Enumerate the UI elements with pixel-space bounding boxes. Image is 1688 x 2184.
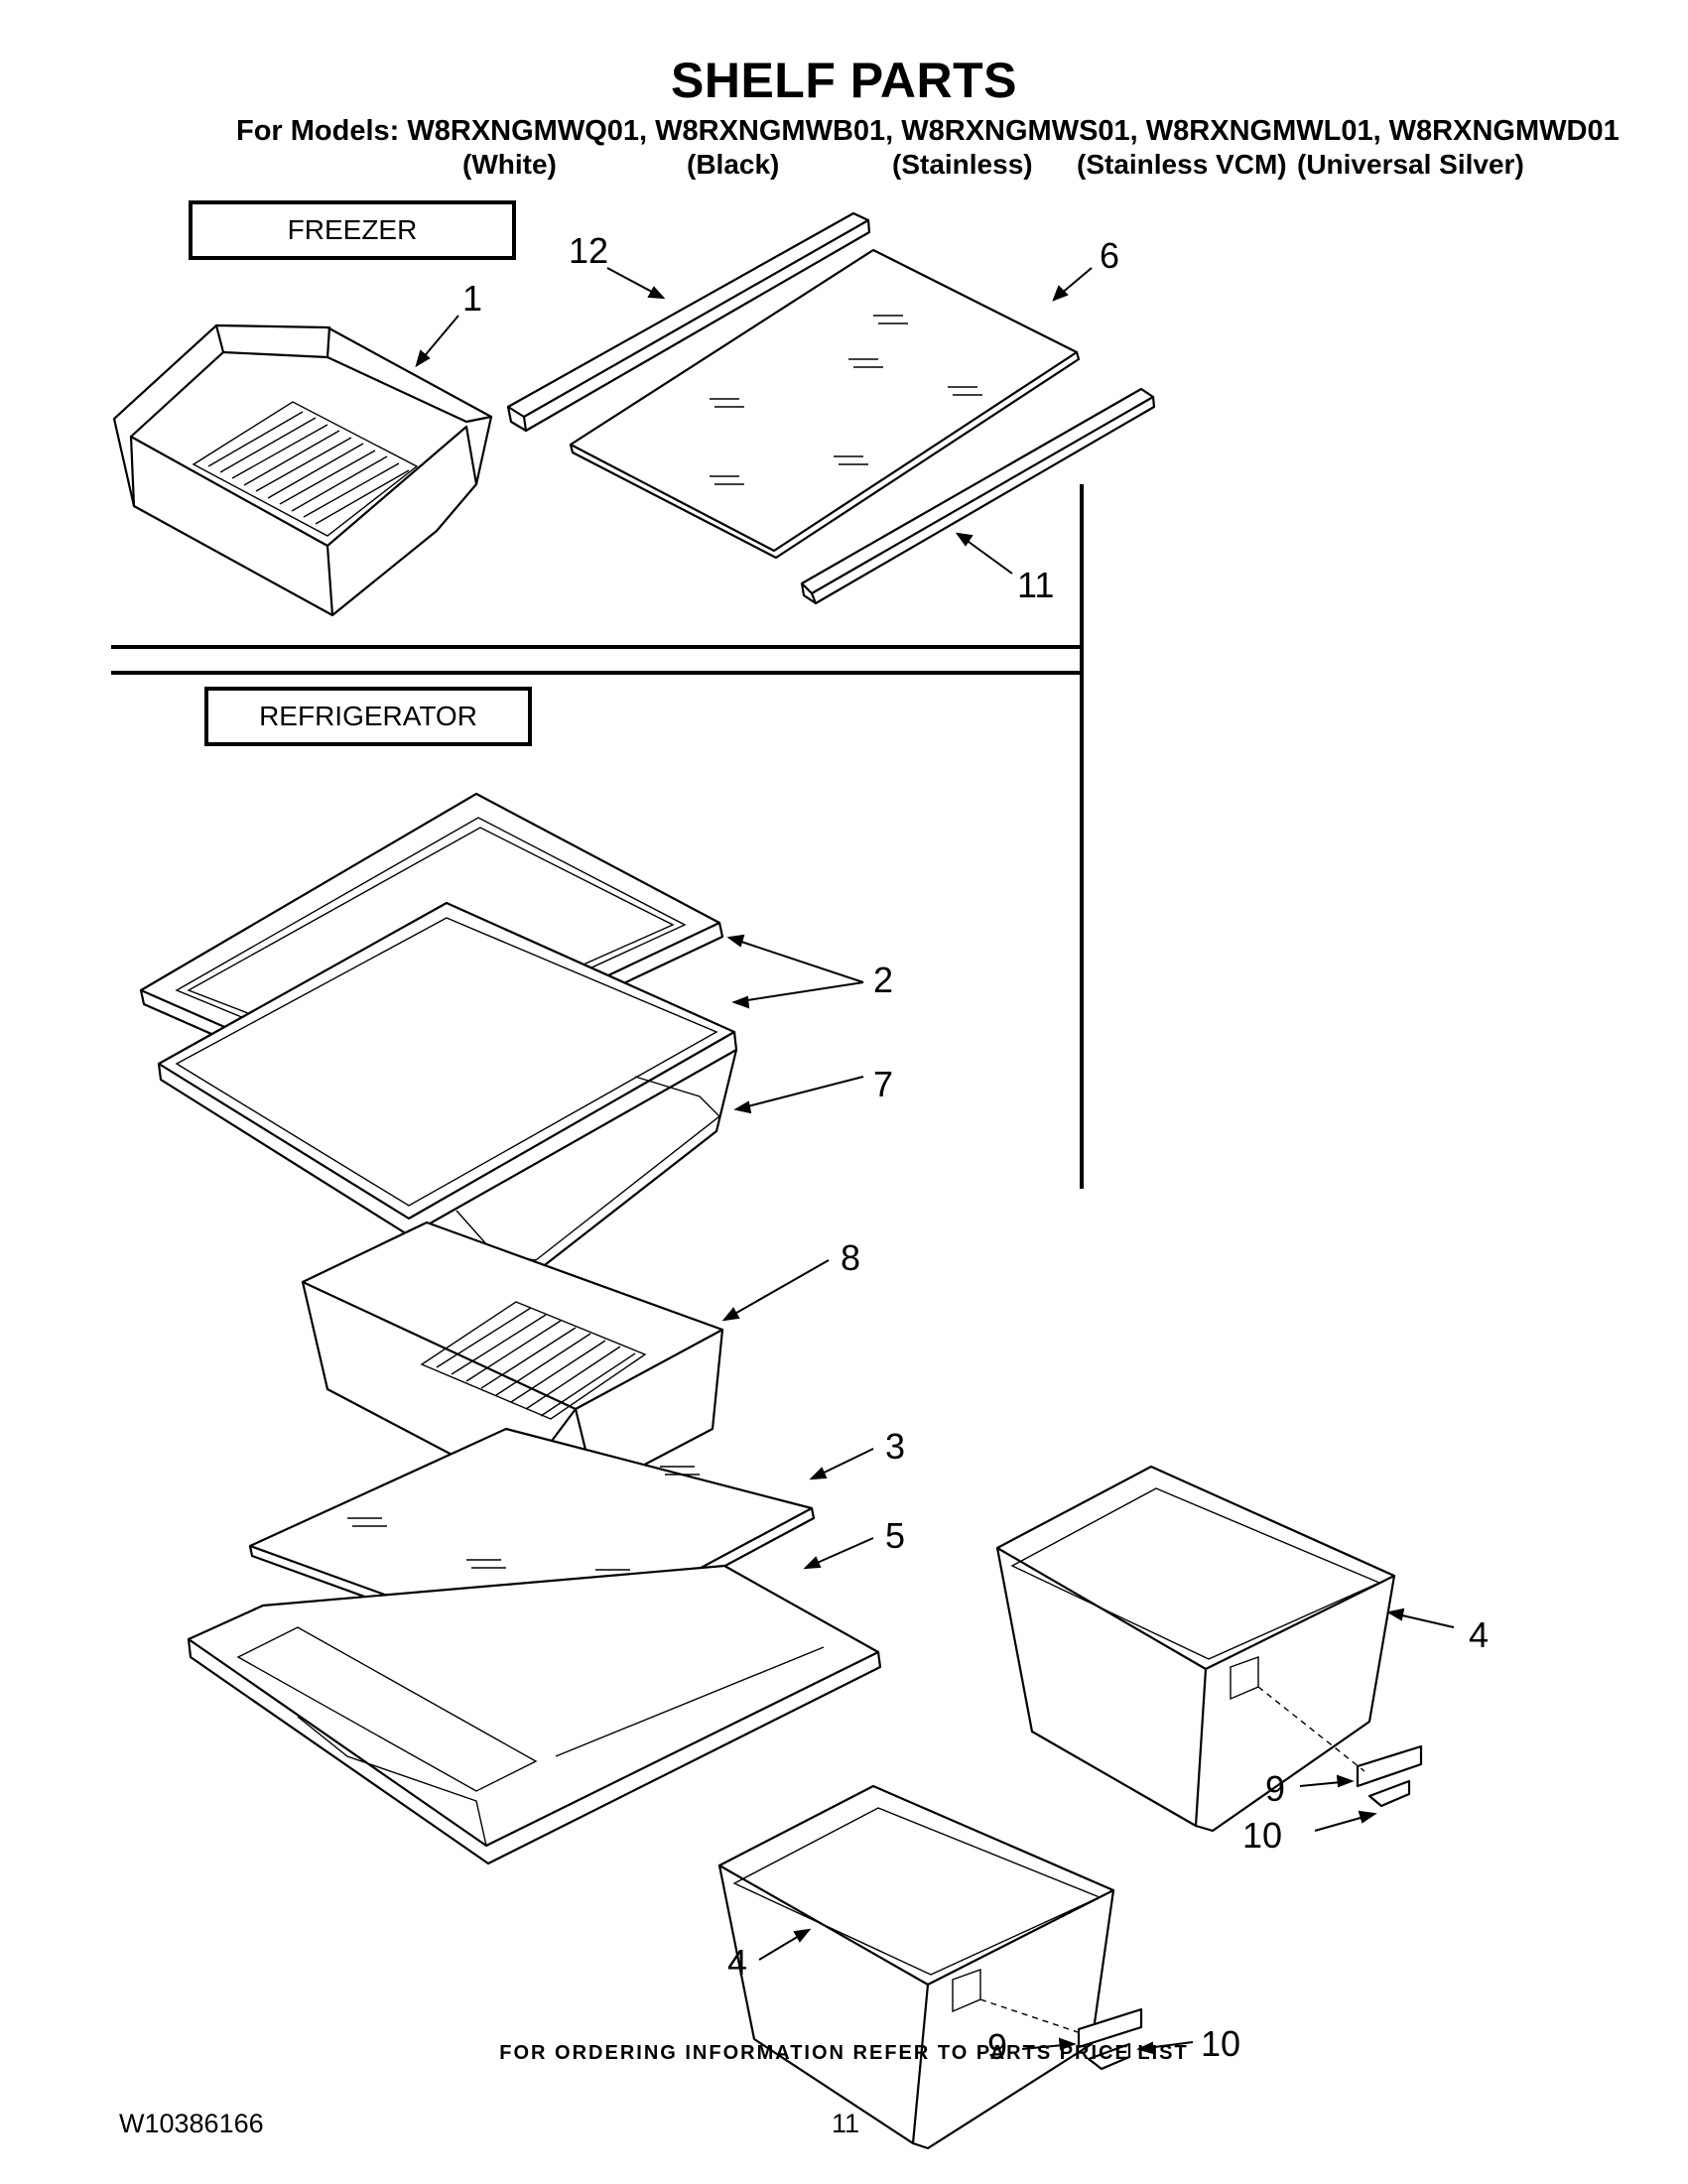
rear-shelf-trim-part bbox=[506, 211, 871, 433]
front-shelf-trim-part bbox=[800, 387, 1156, 605]
callout-1: 1 bbox=[462, 278, 483, 319]
drawer-left-part bbox=[717, 1784, 1115, 2150]
document-number: W10386166 bbox=[119, 2109, 264, 2138]
page-title: SHELF PARTS bbox=[670, 53, 1018, 108]
freezer-glass-shelf-part bbox=[569, 248, 1081, 560]
callout-8: 8 bbox=[841, 1237, 861, 1278]
callout-4-left: 4 bbox=[727, 1942, 748, 1983]
callout-6: 6 bbox=[1100, 235, 1120, 276]
models-line: For Models: W8RXNGMWQ01, W8RXNGMWB01, W8… bbox=[236, 115, 1620, 147]
callout-2: 2 bbox=[873, 960, 894, 1000]
freezer-basket-part bbox=[112, 323, 493, 617]
callout-9-lower: 9 bbox=[987, 2026, 1008, 2067]
callout-12: 12 bbox=[569, 230, 609, 271]
crisper-frame-part bbox=[187, 1564, 882, 1865]
drawer-right-part bbox=[995, 1465, 1396, 1833]
refrigerator-section-label: REFRIGERATOR bbox=[204, 687, 532, 746]
model-color-stainless-vcm: (Stainless VCM) bbox=[1077, 149, 1287, 180]
callout-5: 5 bbox=[885, 1515, 906, 1556]
callout-10-upper: 10 bbox=[1242, 1815, 1283, 1856]
callout-3: 3 bbox=[885, 1426, 906, 1467]
model-color-black: (Black) bbox=[687, 149, 780, 180]
callout-11: 11 bbox=[1017, 565, 1055, 605]
ordering-note: FOR ORDERING INFORMATION REFER TO PARTS … bbox=[499, 2042, 1189, 2064]
model-color-stainless: (Stainless) bbox=[892, 149, 1033, 180]
model-color-white: (White) bbox=[462, 149, 557, 180]
leader-arrows bbox=[415, 267, 1455, 2055]
callout-10-lower: 10 bbox=[1201, 2023, 1241, 2064]
freezer-section-label: FREEZER bbox=[189, 200, 516, 260]
callout-7: 7 bbox=[873, 1064, 894, 1104]
lower-shelf-frame-part bbox=[157, 901, 738, 1270]
page-number: 11 bbox=[832, 2109, 860, 2138]
callout-9-upper: 9 bbox=[1265, 1768, 1286, 1809]
bracket-upper-part bbox=[1257, 1686, 1423, 1808]
model-color-universal-silver: (Universal Silver) bbox=[1297, 149, 1524, 180]
bracket-lower-part bbox=[979, 1998, 1143, 2071]
callout-4-right: 4 bbox=[1469, 1614, 1490, 1655]
